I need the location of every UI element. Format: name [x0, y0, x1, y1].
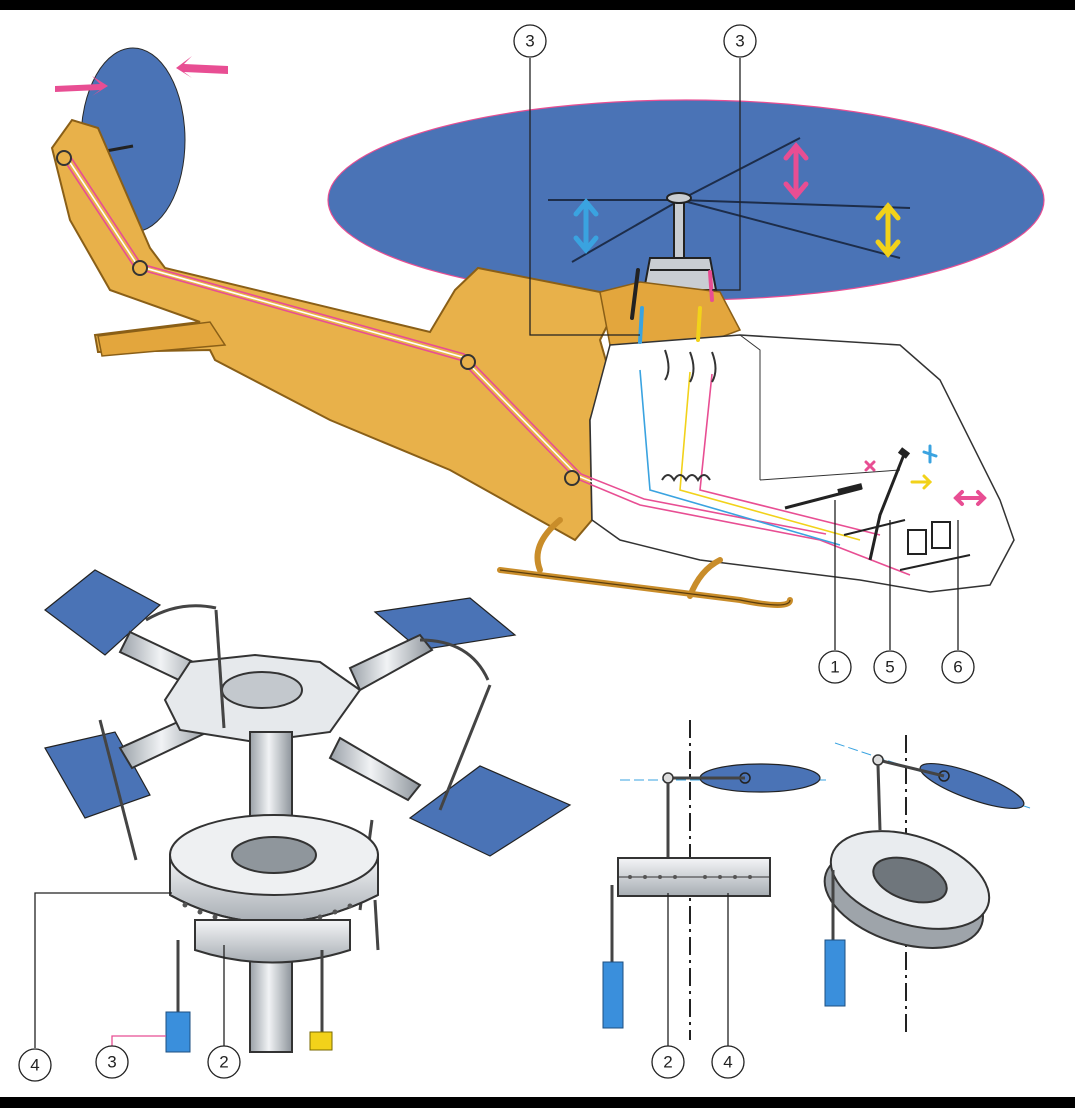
- bellcranks: [661, 349, 717, 482]
- callout-cockpit-1: 1: [818, 650, 852, 684]
- svg-text:6: 6: [953, 658, 962, 677]
- hub-swashplate: [169, 814, 379, 924]
- hub-pitch-links: [98, 604, 492, 911]
- tail-fin: [97, 321, 227, 357]
- hub-rod-blue: [165, 1011, 191, 1053]
- hub-stationary-plate: [194, 919, 351, 964]
- section-b-swashplate: [823, 830, 991, 949]
- svg-text:3: 3: [525, 32, 534, 51]
- leader-lines-top: [529, 58, 959, 650]
- tail-rotor-arrows: [55, 56, 228, 96]
- svg-text:5: 5: [885, 658, 894, 677]
- svg-text:3: 3: [735, 32, 744, 51]
- svg-text:4: 4: [30, 1056, 39, 1075]
- callout-hub-4: 4: [18, 1048, 52, 1082]
- rotor-hub-illustration: [34, 569, 572, 1053]
- main-rotor-blades: [548, 137, 911, 263]
- cabin-window-edge: [739, 334, 901, 481]
- hub-control-rods: [176, 899, 380, 1035]
- cabin: [589, 334, 1015, 593]
- hub-blade-top-right: [373, 597, 517, 651]
- hub-center-hole: [221, 671, 303, 709]
- svg-text:4: 4: [723, 1053, 732, 1072]
- rotor-mast: [642, 192, 718, 291]
- hub-rod-yellow: [309, 1031, 333, 1051]
- section-b-blue-rod: [824, 939, 846, 1007]
- leader-lines-hub: [34, 892, 225, 1048]
- pulleys: [56, 150, 580, 486]
- section-b-illustration: [823, 735, 1031, 1035]
- callout-cockpit-6: 6: [941, 650, 975, 684]
- helicopter-illustration: [50, 47, 1045, 650]
- section-a-illustration: [602, 720, 830, 1048]
- callout-section-a-4: 4: [711, 1045, 745, 1079]
- callout-top-left: 3: [513, 24, 547, 58]
- callout-section-a-2: 2: [651, 1045, 685, 1079]
- svg-text:2: 2: [219, 1053, 228, 1072]
- callout-hub-3: 3: [95, 1045, 129, 1079]
- swashplate-linkages: [630, 268, 714, 344]
- callout-top-right: 3: [723, 24, 757, 58]
- hub-blade-top-left: [44, 569, 162, 656]
- svg-text:3: 3: [107, 1053, 116, 1072]
- callout-cockpit-5: 5: [873, 650, 907, 684]
- callout-hub-2: 2: [207, 1045, 241, 1079]
- svg-text:1: 1: [830, 658, 839, 677]
- section-a-blue-rod: [602, 961, 624, 1029]
- svg-text:2: 2: [663, 1053, 672, 1072]
- section-b-airfoil: [919, 762, 1025, 810]
- cockpit-arrows: [864, 444, 987, 506]
- blade-pitch-arrows: [573, 142, 901, 258]
